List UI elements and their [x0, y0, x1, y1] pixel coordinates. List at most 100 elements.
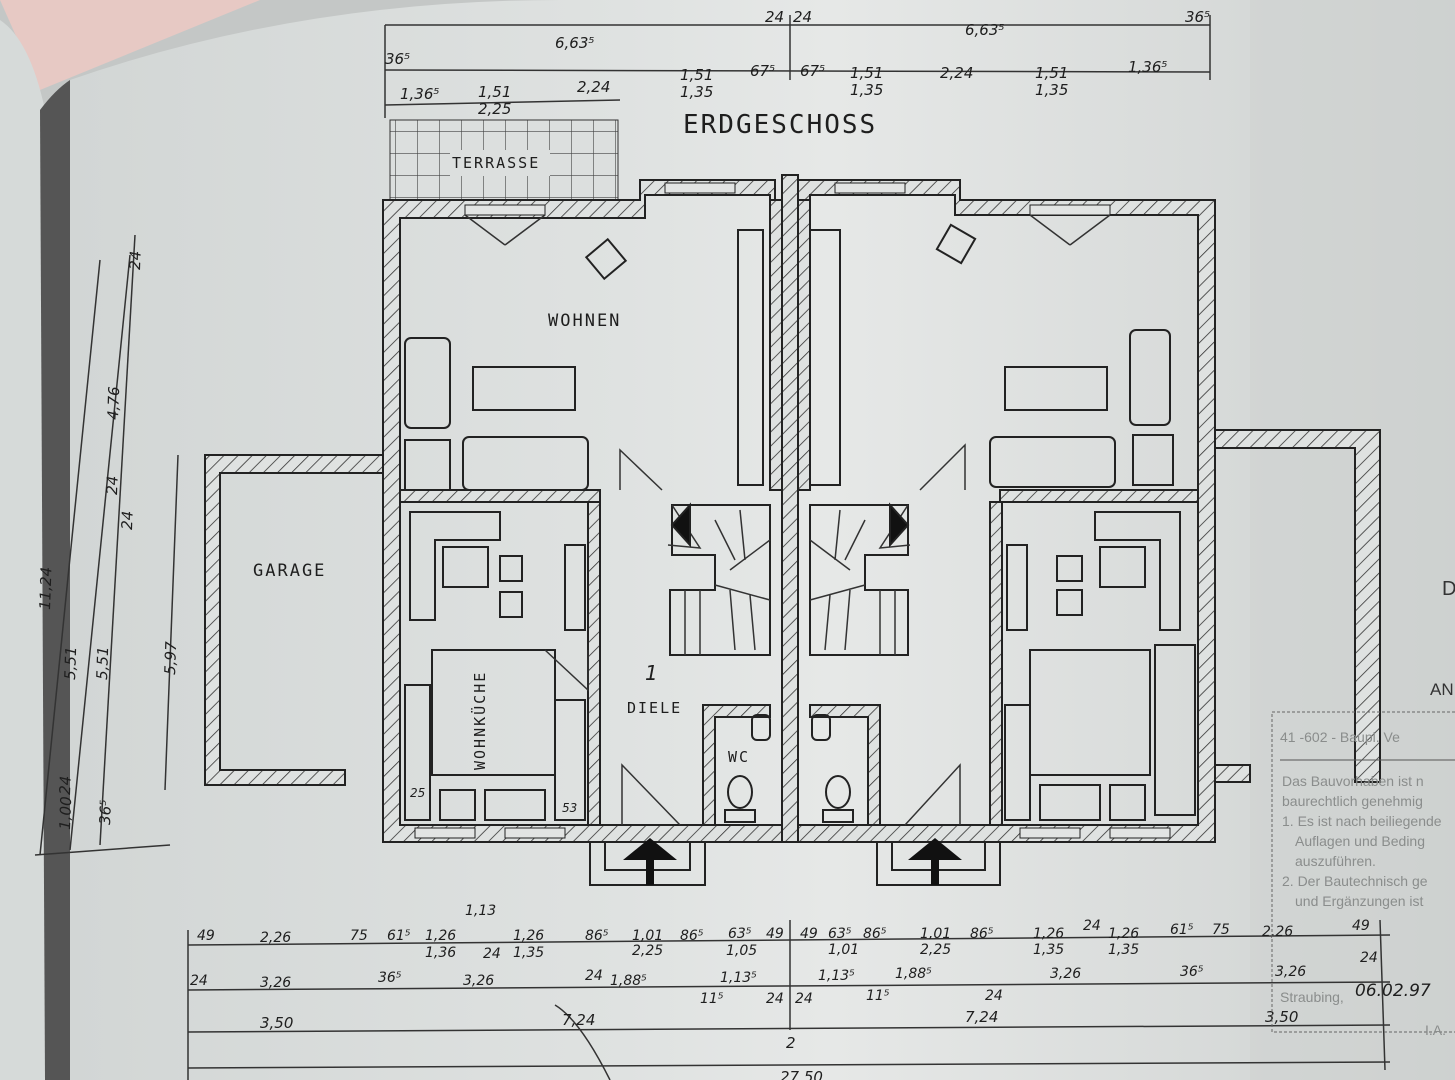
misc-mark: 25: [410, 786, 425, 800]
misc-mark: 53: [562, 801, 577, 815]
svg-text:1,51: 1,51: [478, 83, 511, 101]
bottom-dim-row3: 3,50 7,24 2 7,24 3,50 27,50: [260, 1008, 1298, 1080]
svg-text:2,26: 2,26: [260, 930, 291, 946]
book-left-page: [0, 20, 45, 1080]
svg-text:1,35: 1,35: [1108, 942, 1139, 958]
doors: [544, 443, 966, 826]
svg-text:1,51: 1,51: [850, 64, 883, 82]
svg-text:1,13⁵: 1,13⁵: [818, 968, 855, 984]
svg-text:3,26: 3,26: [260, 975, 291, 991]
svg-text:1,88⁵: 1,88⁵: [610, 973, 647, 989]
svg-text:3,50: 3,50: [1265, 1008, 1298, 1026]
svg-text:36⁵: 36⁵: [1185, 8, 1210, 26]
stamp-date: 06.02.97: [1355, 981, 1431, 1001]
svg-text:36⁵: 36⁵: [1180, 964, 1204, 980]
svg-text:49: 49: [800, 926, 818, 942]
underlying-sheet: [1250, 0, 1455, 1080]
svg-text:61⁵: 61⁵: [1170, 922, 1194, 938]
svg-text:5,51: 5,51: [93, 646, 112, 680]
svg-text:7,24: 7,24: [965, 1008, 998, 1026]
svg-text:63⁵: 63⁵: [728, 926, 752, 942]
svg-text:1,35: 1,35: [680, 83, 713, 101]
svg-text:Das Bauvorhaben ist n: Das Bauvorhaben ist n: [1282, 773, 1424, 789]
svg-text:86⁵: 86⁵: [863, 926, 887, 942]
svg-text:6,63⁵: 6,63⁵: [965, 21, 1004, 39]
bottom-dim-row2: 24 3,26 36⁵ 3,26 24 1,88⁵ 11⁵ 1,13⁵ 24 2…: [190, 950, 1378, 1007]
svg-text:3,50: 3,50: [260, 1014, 293, 1032]
party-wall: [781, 174, 799, 843]
svg-text:auszuführen.: auszuführen.: [1295, 853, 1376, 869]
svg-text:2,26: 2,26: [1262, 924, 1293, 940]
svg-text:3,26: 3,26: [463, 973, 494, 989]
svg-text:D: D: [1442, 578, 1455, 600]
svg-text:11⁵: 11⁵: [700, 991, 724, 1007]
svg-text:86⁵: 86⁵: [585, 928, 609, 944]
svg-text:1,26: 1,26: [1033, 926, 1064, 942]
svg-text:24: 24: [985, 988, 1003, 1004]
svg-text:I.A.: I.A.: [1425, 1022, 1446, 1038]
svg-text:1,36⁵: 1,36⁵: [400, 85, 439, 103]
svg-text:24: 24: [793, 8, 812, 26]
svg-text:24: 24: [483, 946, 501, 962]
pink-paper-corner: [0, 0, 260, 90]
svg-text:75: 75: [1212, 922, 1230, 938]
svg-text:75: 75: [350, 928, 368, 944]
svg-text:24: 24: [56, 775, 75, 795]
bottom-dimensions: [187, 919, 1391, 1080]
svg-text:24: 24: [585, 968, 603, 984]
svg-text:2: 2: [786, 1034, 796, 1052]
svg-text:49: 49: [197, 928, 215, 944]
svg-text:36⁵: 36⁵: [96, 799, 115, 825]
svg-text:baurechtlich genehmig: baurechtlich genehmig: [1282, 793, 1423, 809]
hall-label: DIELE: [627, 699, 682, 717]
svg-text:2. Der Bautechnisch ge: 2. Der Bautechnisch ge: [1282, 873, 1428, 889]
plan-sheet: [70, 0, 1455, 1080]
svg-text:1,35: 1,35: [1033, 942, 1064, 958]
svg-text:5,51: 5,51: [61, 646, 80, 680]
svg-text:36⁵: 36⁵: [378, 970, 402, 986]
svg-text:2,25: 2,25: [920, 942, 951, 958]
top-dimensions: 24 24 36⁵ 36⁵ 6,63⁵ 6,63⁵ 1,36⁵ 1,51 2,2…: [384, 8, 1211, 118]
svg-text:1,35: 1,35: [513, 945, 544, 961]
svg-text:11,24: 11,24: [36, 567, 55, 611]
svg-text:41 -602 - Baupl. Ve: 41 -602 - Baupl. Ve: [1280, 729, 1400, 745]
svg-text:2,25: 2,25: [478, 100, 511, 118]
svg-text:Auflagen und Beding: Auflagen und Beding: [1295, 833, 1425, 849]
wc-label: WC: [728, 748, 750, 766]
svg-text:3,26: 3,26: [1050, 966, 1081, 982]
total-width: 27,50: [780, 1068, 823, 1080]
svg-text:36⁵: 36⁵: [385, 50, 410, 68]
svg-text:1,51: 1,51: [1035, 64, 1068, 82]
svg-text:7,24: 7,24: [562, 1011, 595, 1029]
svg-text:4,76: 4,76: [104, 386, 123, 420]
svg-text:49: 49: [766, 926, 784, 942]
svg-text:24: 24: [103, 475, 122, 495]
svg-text:24: 24: [190, 973, 208, 989]
svg-text:Straubing,: Straubing,: [1280, 989, 1344, 1005]
terrace-label: TERRASSE: [452, 154, 540, 172]
svg-text:1. Es ist nach beiliegende: 1. Es ist nach beiliegende: [1282, 813, 1442, 829]
svg-text:1,01: 1,01: [632, 928, 663, 944]
house-walls: [382, 174, 1216, 843]
svg-text:24: 24: [766, 991, 784, 1007]
svg-text:1,13⁵: 1,13⁵: [720, 970, 757, 986]
svg-text:1,05: 1,05: [726, 943, 757, 959]
svg-text:24: 24: [1083, 918, 1101, 934]
svg-text:1,26: 1,26: [513, 928, 544, 944]
svg-text:3,26: 3,26: [1275, 964, 1306, 980]
svg-text:1,35: 1,35: [1035, 81, 1068, 99]
svg-text:1,26: 1,26: [425, 928, 456, 944]
svg-text:1,36⁵: 1,36⁵: [1128, 58, 1167, 76]
svg-text:11⁵: 11⁵: [866, 988, 890, 1004]
svg-text:2,24: 2,24: [577, 78, 610, 96]
svg-text:1,26: 1,26: [1108, 926, 1139, 942]
svg-text:1,88⁵: 1,88⁵: [895, 966, 932, 982]
wc-fixtures: [724, 714, 854, 823]
svg-text:1,01: 1,01: [920, 926, 951, 942]
svg-text:1,01: 1,01: [828, 942, 859, 958]
left-unit-furniture: [404, 214, 1196, 821]
windows: [414, 182, 1171, 839]
svg-text:86⁵: 86⁵: [970, 926, 994, 942]
svg-text:24: 24: [118, 510, 137, 530]
